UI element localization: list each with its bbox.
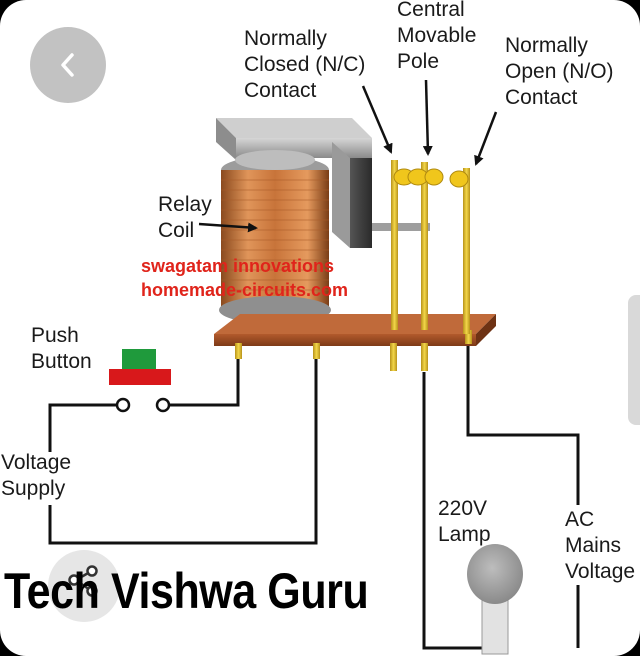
back-button[interactable]: [30, 27, 106, 103]
label-central-pole: Central Movable Pole: [397, 0, 477, 73]
label-ac-mains: AC Mains Voltage: [565, 508, 636, 583]
lamp-component: [467, 544, 523, 655]
label-lamp: 220V Lamp: [438, 497, 491, 546]
circuit-wires: [48, 340, 580, 650]
label-relay-coil: Relay Coil: [158, 193, 212, 242]
chevron-left-icon: [61, 53, 74, 77]
label-push-button: Push Button: [31, 324, 92, 373]
brand-watermark: Tech Vishwa Guru: [4, 563, 369, 619]
watermark-url: homemade-circuits.com: [141, 280, 349, 300]
terminal-pins: [235, 330, 472, 371]
push-button-component: [109, 349, 171, 413]
label-voltage-supply: Voltage Supply: [1, 451, 72, 500]
edge-scroll-handle[interactable]: [628, 295, 640, 425]
contact-blades: [391, 160, 470, 334]
relay-base: [214, 314, 496, 346]
label-normally-open: Normally Open (N/O) Contact: [505, 34, 614, 109]
label-normally-closed: Normally Closed (N/C) Contact: [244, 27, 366, 102]
share-icon: [68, 565, 98, 597]
watermark-text: swagatam innovations: [141, 256, 335, 276]
pointer-arrows: [198, 79, 498, 233]
share-button[interactable]: [48, 550, 120, 622]
